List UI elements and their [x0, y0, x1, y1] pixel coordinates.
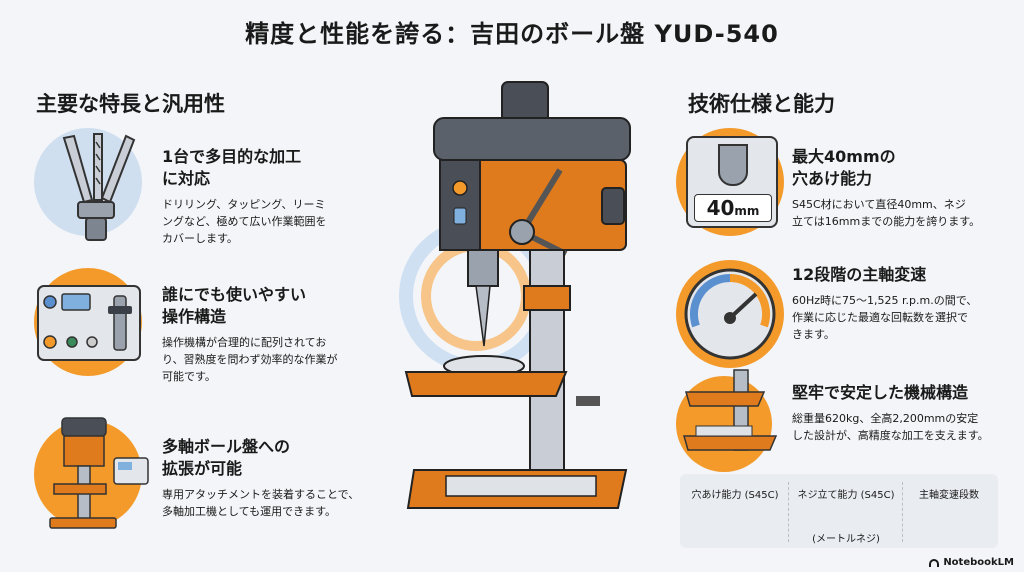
- feature-desc: 専用アタッチメントを装着することで、多軸加工機としても運用できます。: [162, 488, 360, 518]
- spec-sturdy-structure: 堅牢で安定した機械構造 総重量620kg、全高2,200mmの安定した設計が、高…: [792, 382, 1012, 444]
- spec-col-drill: 穴あけ能力 (S45C): [691, 490, 779, 501]
- spec-drill-capacity: 最大40mmの穴あけ能力 S45C材において直径40mm、ネジ立ては16mmまで…: [792, 146, 1012, 230]
- control-panel-icon: [37, 285, 141, 361]
- feature-easy-operation: 誰にでも使いやすい操作構造 操作機構が合理的に配列されており、習熟度を問わず効率…: [162, 284, 382, 385]
- spec-col-speeds: 主軸変速段数: [919, 490, 979, 501]
- drill-capacity-badge: 40mm: [686, 136, 778, 228]
- feature-multi-spindle: 多軸ボール盤への拡張が可能 専用アタッチメントを装着することで、多軸加工機として…: [162, 436, 402, 520]
- spec-col-tapping: ネジ立て能力 (S45C): [797, 490, 895, 501]
- feature-title: 多軸ボール盤への拡張が可能: [162, 437, 291, 478]
- spec-title: 12段階の主軸変速: [792, 265, 927, 284]
- notebook-logo-icon: [929, 558, 940, 567]
- hole-icon: [718, 144, 748, 186]
- spec-desc: S45C材において直径40mm、ネジ立ては16mmまでの能力を誇ります。: [792, 198, 981, 228]
- machine-table-icon: [683, 369, 778, 451]
- feature-title: 1台で多目的な加工に対応: [162, 147, 302, 188]
- spec-col-tapping-sub: (メートルネジ): [812, 534, 880, 545]
- specs-heading: 技術仕様と能力: [688, 92, 835, 116]
- spec-divider: [902, 482, 903, 542]
- spec-desc: 60Hz時に75〜1,525 r.p.m.の間で、作業に応じた最適な回転数を選択…: [792, 294, 978, 341]
- spec-title: 堅牢で安定した機械構造: [792, 383, 969, 402]
- spec-desc: 総重量620kg、全高2,200mmの安定した設計が、高精度な加工を支えます。: [792, 412, 989, 442]
- feature-desc: 操作機構が合理的に配列されており、習熟度を問わず効率的な作業が可能です。: [162, 336, 338, 383]
- spec-summary-table: 穴あけ能力 (S45C) ネジ立て能力 (S45C) (メートルネジ) 主軸変速…: [680, 474, 998, 548]
- drill-bits-icon: [62, 133, 136, 241]
- drill-press-illustration: [399, 81, 631, 509]
- features-heading: 主要な特長と汎用性: [36, 92, 225, 116]
- speedometer-icon: [684, 268, 776, 360]
- page-title: 精度と性能を誇る：吉田のボール盤 YUD-540: [245, 20, 779, 48]
- spec-spindle-speeds: 12段階の主軸変速 60Hz時に75〜1,525 r.p.m.の間で、作業に応じ…: [792, 264, 1012, 343]
- brand-label: NotebookLM: [929, 557, 1014, 568]
- spec-title: 最大40mmの穴あけ能力: [792, 147, 896, 188]
- spec-divider: [788, 482, 789, 542]
- multi-spindle-drill-icon: [49, 417, 149, 529]
- feature-desc: ドリリング、タッピング、リーミングなど、極めて広い作業範囲をカバーします。: [162, 198, 327, 245]
- feature-multipurpose: 1台で多目的な加工に対応 ドリリング、タッピング、リーミングなど、極めて広い作業…: [162, 146, 382, 247]
- capacity-value: 40mm: [694, 194, 772, 222]
- feature-title: 誰にでも使いやすい操作構造: [162, 285, 307, 326]
